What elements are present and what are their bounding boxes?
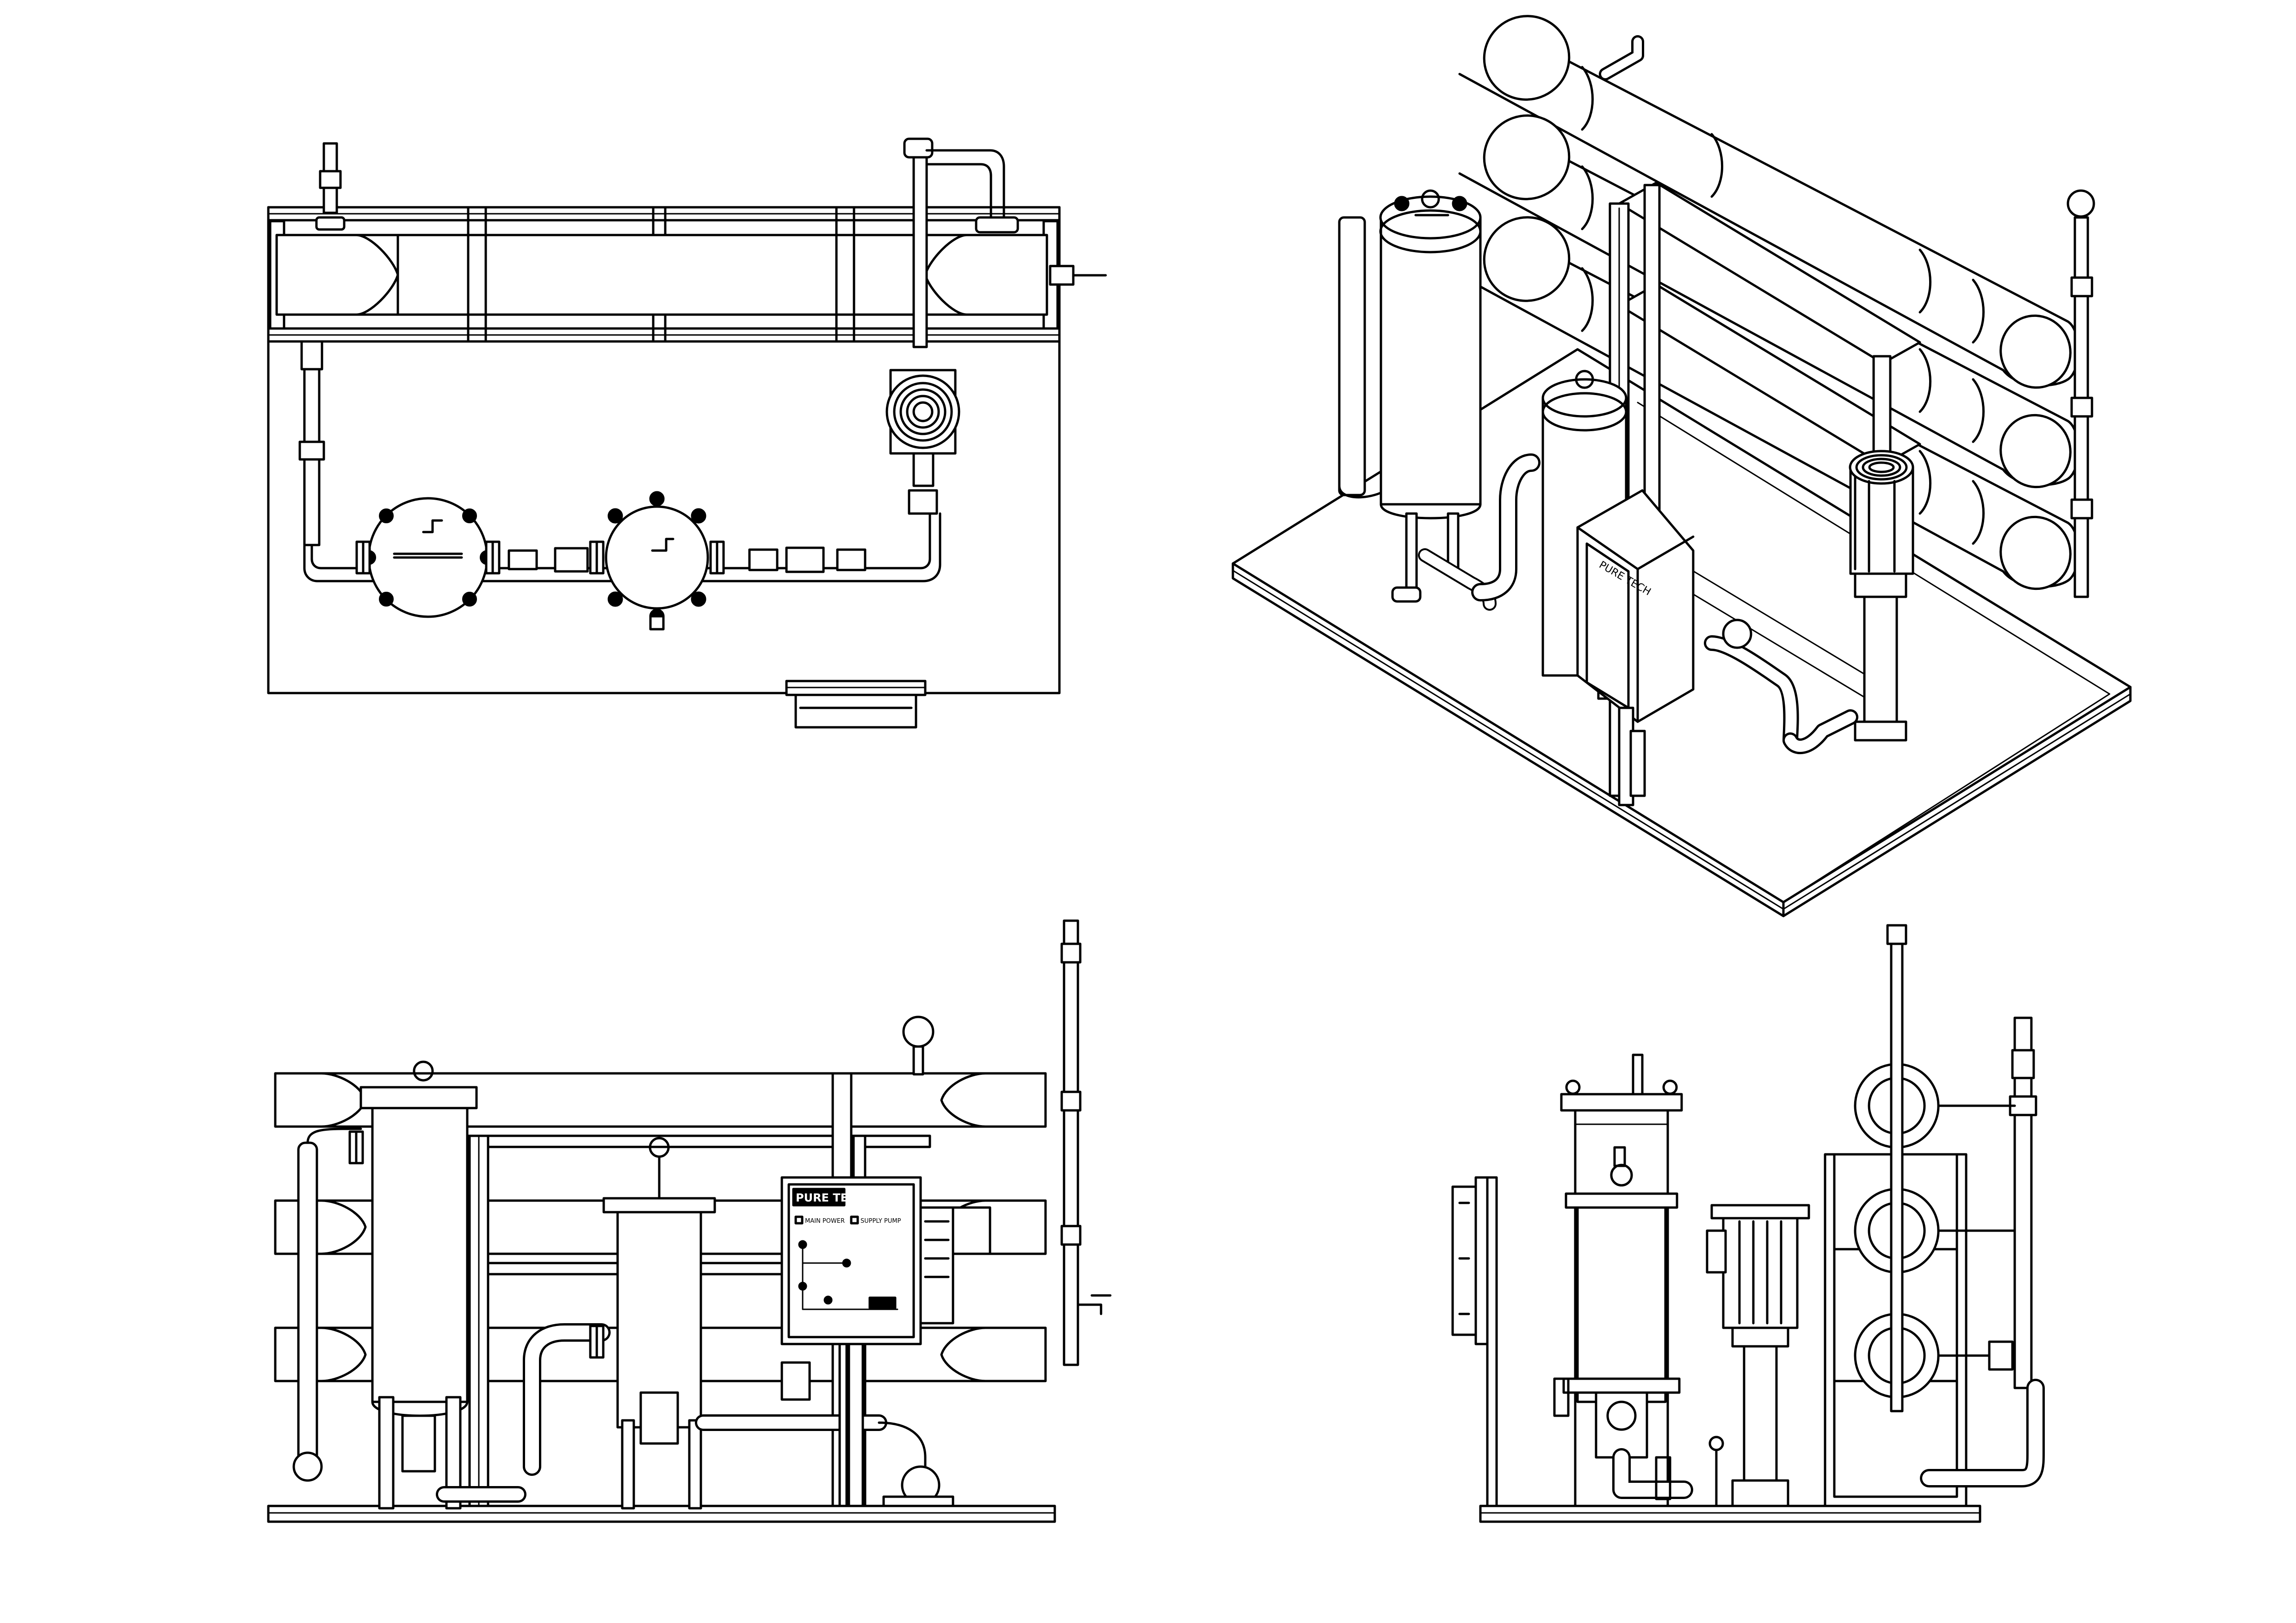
side-permeate-pipe: [1920, 1016, 2045, 1487]
inline-valves: [507, 546, 866, 573]
side-membrane-rack: [1824, 924, 1968, 1507]
front-panel-main-power: MAIN POWER: [805, 1218, 845, 1225]
iso-vessel-top: [1458, 15, 2079, 389]
side-control-panel: [1451, 1176, 1498, 1507]
front-panel-brand: PURE TECH: [796, 1191, 866, 1204]
panel-mount-top-view: [785, 680, 927, 729]
cartridge-filter-2: [590, 492, 724, 631]
pump-top-view: [885, 369, 960, 515]
concentrate-valve: [315, 142, 346, 231]
membrane-vessel: [275, 234, 1048, 316]
front-cartridge-filter: [602, 1137, 716, 1510]
iso-pump-motor: [1849, 450, 1914, 742]
front-pressure-gauge: [902, 1016, 934, 1076]
side-elevation: [1451, 924, 2045, 1523]
front-multimedia-filter: [359, 1060, 478, 1510]
side-base-rail: [1479, 1505, 1981, 1523]
membrane-rack: [267, 206, 1061, 343]
iso-control-panel: PURE TECH: [1576, 489, 1695, 806]
isometric-view: PURE TECH: [1232, 15, 2132, 917]
iso-permeate-header: [2067, 189, 2095, 598]
front-pump-motor: [919, 1206, 991, 1325]
permeate-loop: [903, 137, 1107, 348]
cartridge-filter-1: [357, 497, 499, 618]
front-left-pipe: [292, 1127, 363, 1482]
iso-top-pipe: [1599, 35, 1644, 81]
side-cartridge-filter: [1562, 1146, 1681, 1403]
plan-view: [267, 137, 1107, 729]
iso-pump-piping: [1704, 619, 1858, 754]
front-pump-base: [878, 1421, 954, 1507]
side-pump-motor: [1706, 1204, 1810, 1507]
side-lower-piping: [1553, 1377, 1693, 1500]
iso-cartridge-filter: [1541, 370, 1628, 700]
iso-multimedia-filter: [1379, 189, 1482, 603]
front-base-rail: [267, 1505, 1056, 1523]
front-panel-supply-pump: SUPPLY PUMP: [860, 1218, 901, 1225]
front-permeate-pipe: [1060, 919, 1112, 1366]
iso-interconnect-pipe: [1471, 453, 1541, 601]
front-elevation: PURE TECH MAIN POWER SUPPLY PUMP: [267, 919, 1112, 1523]
front-control-panel: PURE TECH MAIN POWER SUPPLY PUMP: [780, 1176, 922, 1507]
